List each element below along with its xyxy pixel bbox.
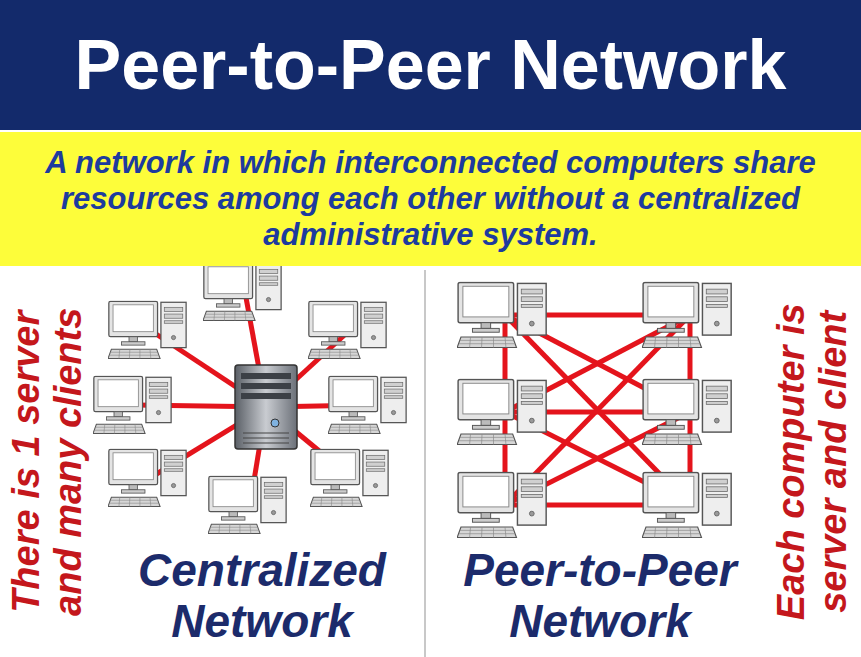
title-band — [0, 0, 861, 130]
definition-band: A network in which interconnected comput… — [0, 132, 861, 266]
computer-icon — [310, 449, 388, 506]
side-caption: Each computer is server and client — [771, 287, 855, 637]
section-label: Centralized Network — [112, 545, 412, 646]
definition-text: A network in which interconnected comput… — [26, 145, 836, 254]
client-computers — [93, 263, 406, 533]
peer-computers — [457, 282, 731, 537]
computer-icon — [328, 376, 406, 433]
computer-icon — [108, 449, 186, 506]
computer-icon — [308, 301, 386, 358]
side-caption: There is 1 server and many clients — [6, 287, 90, 637]
computer-icon — [203, 263, 281, 320]
computer-icon — [642, 379, 731, 444]
computer-icon — [642, 472, 731, 537]
server-tower — [235, 365, 297, 449]
page-title: Peer-to-Peer Network — [0, 30, 861, 100]
computer-icon — [108, 301, 186, 358]
computer-icon — [457, 282, 546, 347]
computer-icon — [93, 376, 171, 433]
section-label: Peer-to-Peer Network — [435, 545, 765, 646]
computer-icon — [208, 476, 286, 533]
computer-icon — [642, 282, 731, 347]
divider-line — [424, 270, 426, 657]
computer-icon — [457, 379, 546, 444]
computer-icon — [457, 472, 546, 537]
